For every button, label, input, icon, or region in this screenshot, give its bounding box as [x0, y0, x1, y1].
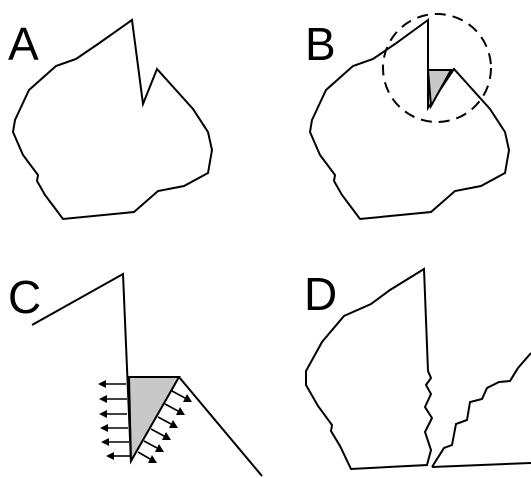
arrow-diag-3 [158, 417, 171, 424]
panel-c-edge-left [32, 274, 131, 462]
panel-label-a: A [8, 18, 39, 70]
arrow-diag-1 [172, 391, 185, 398]
panel-label-d: D [304, 268, 337, 320]
arrow-diag-6 [138, 452, 150, 459]
panel-b-crack-wedge [428, 70, 451, 106]
panel-label-c: C [8, 271, 41, 323]
panel-a: A [8, 18, 212, 219]
arrow-left-6-head [106, 452, 114, 460]
panel-a-shape-outline [13, 20, 212, 219]
arrow-diag-5 [144, 441, 157, 448]
panel-c-edge-right [179, 377, 262, 476]
arrow-diag-2 [165, 404, 178, 411]
arrow-left-2-head [99, 395, 107, 403]
arrow-left-5-head [101, 438, 109, 446]
arrow-diag-4 [151, 429, 164, 436]
panel-c-crack-wedge [129, 377, 179, 461]
panel-b-zoom-circle [383, 14, 491, 122]
panel-b-shape-outline [310, 20, 509, 219]
arrow-left-3-head [99, 410, 107, 418]
arrow-left-4-head [100, 424, 108, 432]
panel-d-right-fragment [432, 353, 531, 467]
panel-c: C [8, 271, 262, 476]
panel-label-b: B [305, 18, 336, 70]
panel-b: B [305, 14, 509, 219]
panel-d: D [304, 268, 531, 469]
arrow-left-1-head [98, 380, 106, 388]
